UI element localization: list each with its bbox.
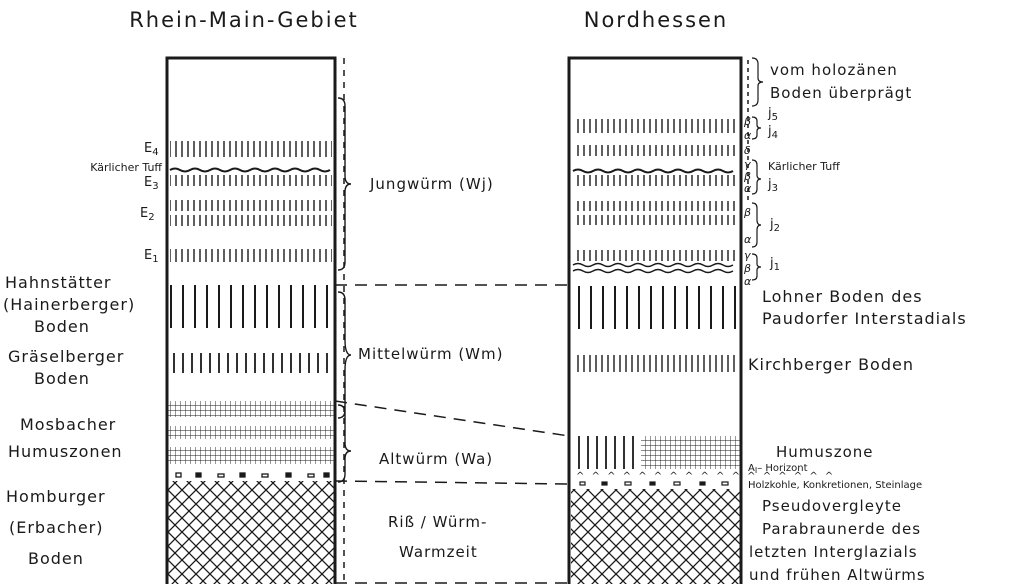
right-greek-letters: β α δ γ β α β α γ β α [743,115,752,288]
left-gravel-line [176,473,329,477]
left-profile-column [167,58,335,584]
right-layer-j3 [573,175,738,186]
label-ah-horizont: AI– Horizont [748,463,808,475]
label-hom-3: Boden [28,549,84,568]
greek-beta-j5: β [743,115,751,128]
greek-alpha-j2: α [744,233,752,246]
left-soil-names: Hahnstätter (Hainerberger) Boden Gräselb… [3,273,135,568]
right-layer-humus-stripes [573,436,641,469]
greek-alpha-j3: α [744,182,752,195]
right-layer-j2-a [573,201,738,211]
label-holo-2: Boden überprägt [770,84,912,102]
label-j3: j3 [767,177,778,194]
right-j1-wave-b [573,270,733,273]
right-j1-wave-a [573,264,733,267]
left-layer-hahnstaetter [170,285,332,328]
right-tuff-wave [573,170,733,173]
greek-beta-j2: β [743,206,751,219]
label-jungwuerm: Jungwürm (Wj) [369,175,494,193]
left-layer-mosbacher-c [168,447,334,464]
left-layer-e1 [170,249,332,262]
right-layer-j2-b [573,215,738,225]
left-column-header: Rhein-Main-Gebiet [129,8,359,32]
right-labels: vom holozänen Boden überprägt j5 j4 Kärl… [748,61,967,584]
right-column-header: Nordhessen [584,8,729,32]
label-j2: j2 [769,217,780,234]
left-layer-homburger [168,481,334,584]
left-layer-e2-a [170,200,332,211]
label-e3: E3 [144,175,159,192]
greek-alpha-j1: α [744,275,752,288]
greek-alpha-j4: α [744,129,752,142]
left-layer-mosbacher-b [168,426,334,439]
right-layer-delta [573,145,738,156]
label-hahn-1: Hahnstätter [5,273,112,292]
label-pseudo-3: letzten Interglazials [749,543,918,561]
left-layer-e4 [170,141,332,157]
greek-beta-j1: β [743,262,751,275]
right-layer-pseudogley [571,489,740,584]
left-labels: E4 Kärlicher Tuff E3 E2 E1 [90,141,162,265]
label-j4: j4 [767,124,778,141]
left-layer-mosbacher-a [168,401,334,417]
label-holzkohle: Holzkohle, Konkretionen, Steinlage [748,480,922,491]
label-j5: j5 [767,106,778,123]
left-tuff-wave [170,169,330,172]
label-humuszone: Humuszone [776,443,874,461]
label-e1: E1 [144,248,159,265]
label-hahn-2: (Hainerberger) [3,295,135,314]
label-lohner-2: Paudorfer Interstadials [762,309,967,328]
label-riss-1: Riß / Würm- [388,513,487,531]
right-layer-kirchberger [573,355,738,372]
label-lohner-1: Lohner Boden des [762,287,923,306]
greek-delta: δ [744,144,751,157]
right-braces [752,58,763,280]
left-layer-e3 [170,175,332,186]
label-pseudo-2: Parabraunerde des [762,520,921,538]
label-e4: E4 [144,141,159,158]
label-riss-2: Warmzeit [399,543,478,561]
right-layer-j1 [573,250,738,261]
label-hahn-3: Boden [34,317,90,336]
label-pseudo-1: Pseudovergleyte [762,497,902,515]
label-altwuerm: Altwürm (Wa) [379,450,493,468]
label-hom-1: Homburger [6,487,106,506]
right-layer-j4 [573,119,738,133]
label-e2: E2 [140,206,155,223]
label-pseudo-4: und frühen Altwürms [749,566,926,584]
middle-labels: Jungwürm (Wj) Mittelwürm (Wm) Altwürm (W… [358,175,503,561]
right-gravel-line [580,482,728,485]
label-gras-2: Boden [34,369,90,388]
label-j1: j1 [769,256,780,273]
greek-gamma-j1: γ [744,249,751,262]
label-gras-1: Gräselberger [8,347,124,366]
label-right-kaerlicher: Kärlicher Tuff [768,160,840,173]
label-mittelwuerm: Mittelwürm (Wm) [358,345,503,363]
label-hom-2: (Erbacher) [9,518,104,537]
label-mos-2: Humuszonen [8,442,123,461]
left-layer-e2-b [170,215,332,226]
right-layer-lohner [573,286,738,329]
right-layer-humus-grid [641,436,740,469]
label-mos-1: Mosbacher [20,415,116,434]
label-holo-1: vom holozänen [770,61,898,79]
label-left-kaerlicher: Kärlicher Tuff [90,161,162,174]
left-layer-graeselberger [170,353,332,373]
label-kirchberger: Kirchberger Boden [748,355,914,374]
